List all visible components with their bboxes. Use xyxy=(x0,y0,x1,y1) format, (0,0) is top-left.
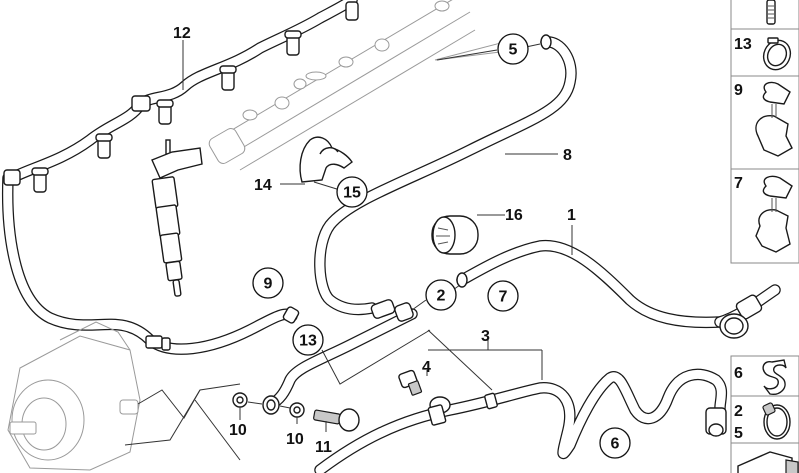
side-box-7: 7 xyxy=(730,168,799,264)
circled-callout-5: 5 xyxy=(497,33,529,65)
callout-16: 16 xyxy=(505,207,523,224)
side-box-9: 9 xyxy=(730,75,799,170)
side-box-13: 13 xyxy=(730,28,799,77)
bolt-icon xyxy=(766,0,776,25)
leak-off-line-12 xyxy=(1,0,359,355)
hose-5-8 xyxy=(314,34,577,316)
double-clip-icon xyxy=(755,81,793,157)
line-1 xyxy=(456,239,781,339)
callout-1: 1 xyxy=(567,207,576,224)
fuel-rail-ghost xyxy=(208,0,521,171)
clip-14-15 xyxy=(299,136,353,183)
svg-text:13: 13 xyxy=(299,333,317,350)
callout-14: 14 xyxy=(254,177,272,194)
circled-callout-7: 7 xyxy=(487,280,519,312)
callouts-plain: 12 14 8 16 1 3 4 10 10 11 xyxy=(173,25,576,456)
banjo-fitting xyxy=(232,392,360,432)
circled-callout-13: 13 xyxy=(292,324,324,356)
hose-13-tee xyxy=(264,299,418,411)
svg-text:5: 5 xyxy=(734,425,743,442)
side-box-6: 6 xyxy=(730,355,799,397)
svg-text:9: 9 xyxy=(264,276,273,293)
hose-clamp-icon xyxy=(762,37,792,71)
grommet-16 xyxy=(431,215,479,255)
injector-connectors xyxy=(31,1,359,193)
svg-text:9: 9 xyxy=(734,82,743,99)
side-box-bolt xyxy=(730,0,799,30)
circled-callout-9: 9 xyxy=(252,267,284,299)
side-box-2-5: 2 5 xyxy=(730,395,799,444)
callout-11: 11 xyxy=(315,439,332,456)
svg-text:2: 2 xyxy=(734,403,743,420)
sensor-4 xyxy=(398,369,423,396)
svg-text:13: 13 xyxy=(734,36,752,53)
callout-8: 8 xyxy=(563,147,572,164)
svg-text:7: 7 xyxy=(499,289,508,306)
svg-text:2: 2 xyxy=(437,288,446,305)
side-box-line-piece xyxy=(730,442,799,473)
callouts-circled: 5 15 9 2 7 13 6 xyxy=(252,33,631,459)
high-pressure-pump xyxy=(7,321,241,471)
worm-clamp-icon xyxy=(762,402,791,440)
double-clip-icon xyxy=(755,175,793,253)
fuel-line-piece-icon xyxy=(737,451,799,473)
circled-callout-6: 6 xyxy=(599,427,631,459)
svg-text:7: 7 xyxy=(734,175,743,192)
callout-4: 4 xyxy=(422,359,431,376)
side-panel-top: 13 9 7 xyxy=(730,0,799,264)
injector xyxy=(151,139,203,297)
callout-12: 12 xyxy=(173,25,191,42)
callout-10-left: 10 xyxy=(229,422,247,439)
callout-3: 3 xyxy=(481,328,490,345)
circled-callout-15: 15 xyxy=(336,176,368,208)
side-panel-bottom: 6 2 5 xyxy=(730,355,799,473)
svg-text:5: 5 xyxy=(509,42,518,59)
svg-text:15: 15 xyxy=(343,185,361,202)
svg-text:6: 6 xyxy=(611,436,620,453)
svg-text:6: 6 xyxy=(734,365,743,382)
hose-3 xyxy=(314,368,728,473)
callout-10-right: 10 xyxy=(286,431,304,448)
leader-lines xyxy=(182,40,573,432)
s-clip-icon xyxy=(762,359,787,395)
circled-callout-2: 2 xyxy=(425,279,457,311)
